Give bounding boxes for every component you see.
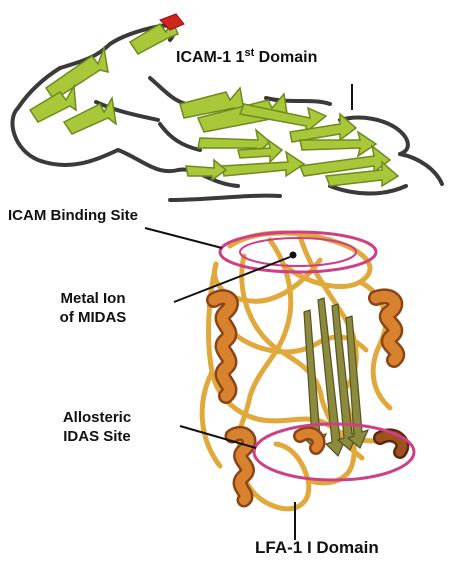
allosteric-site-label: Allosteric IDAS Site [42, 408, 152, 446]
icam-strand [46, 48, 108, 100]
icam-coil [330, 186, 406, 194]
allosteric-label-line1: Allosteric [42, 408, 152, 427]
icam-1-domain-structure [12, 14, 442, 200]
allosteric-label-line2: IDAS Site [42, 427, 152, 446]
icam-binding-site-label: ICAM Binding Site [8, 206, 138, 225]
icam-domain-label-prefix: ICAM-1 1 [176, 49, 244, 66]
icam-coil [400, 154, 442, 184]
icam-coil [150, 78, 186, 104]
binding-site-leader [145, 228, 222, 248]
icam-1-first-domain-label: ICAM-1 1st Domain [176, 44, 317, 67]
metal-ion-label-line1: Metal Ion [33, 289, 153, 308]
icam-coil [170, 196, 280, 200]
lfa-1-i-domain-label: LFA-1 I Domain [255, 538, 379, 557]
metal-ion-dot [290, 252, 297, 259]
icam-domain-label-suffix: Domain [254, 49, 317, 66]
icam-domain-label-superscript: st [244, 47, 254, 59]
lfa-helix-bottom-right [380, 435, 402, 452]
lfa-helix-left [214, 297, 231, 396]
lfa-coil [230, 330, 366, 352]
metal-ion-label-line2: of MIDAS [33, 308, 153, 327]
icam-coil [160, 124, 200, 150]
icam-binding-site-ellipse-inner [240, 238, 356, 266]
metal-ion-label: Metal Ion of MIDAS [33, 289, 153, 327]
lfa-1-i-domain-structure [202, 233, 402, 509]
